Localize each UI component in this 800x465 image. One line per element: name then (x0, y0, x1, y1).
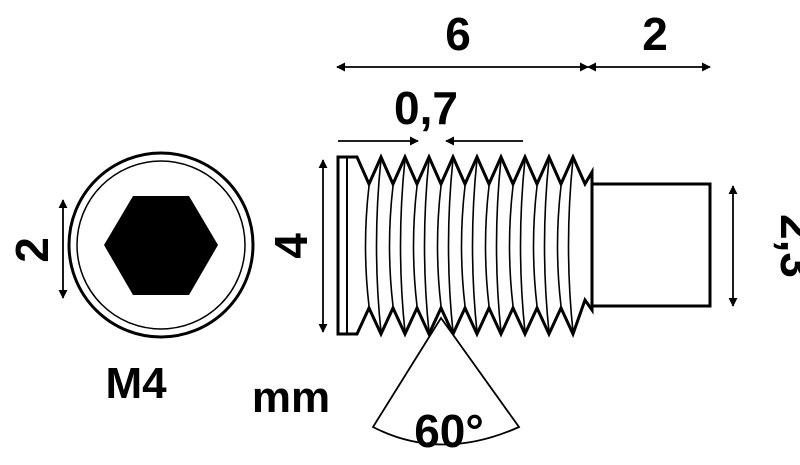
units-label: mm (252, 373, 330, 422)
thread-length-label: 6 (445, 8, 471, 60)
thread-diameter-label: 4 (265, 233, 317, 259)
screw-tip (590, 182, 712, 308)
side-view: 4 6 2 0,7 2,3 (265, 8, 800, 338)
hex-size-label: 2 (6, 237, 58, 263)
hex-socket-icon (104, 196, 218, 295)
tip-diameter-label: 2,3 (771, 214, 800, 278)
end-view-inner-circle (76, 160, 246, 330)
thread-angle-sector (371, 316, 521, 446)
pitch-label: 0,7 (394, 82, 458, 134)
thread-angle-label: 60° (414, 405, 484, 457)
end-view: 2 M4 (6, 151, 255, 408)
thread-size-label: M4 (105, 359, 167, 408)
thread-crest-lines (364, 158, 574, 333)
thread-angle: 60° (371, 316, 521, 457)
tip-length-label: 2 (642, 8, 668, 60)
